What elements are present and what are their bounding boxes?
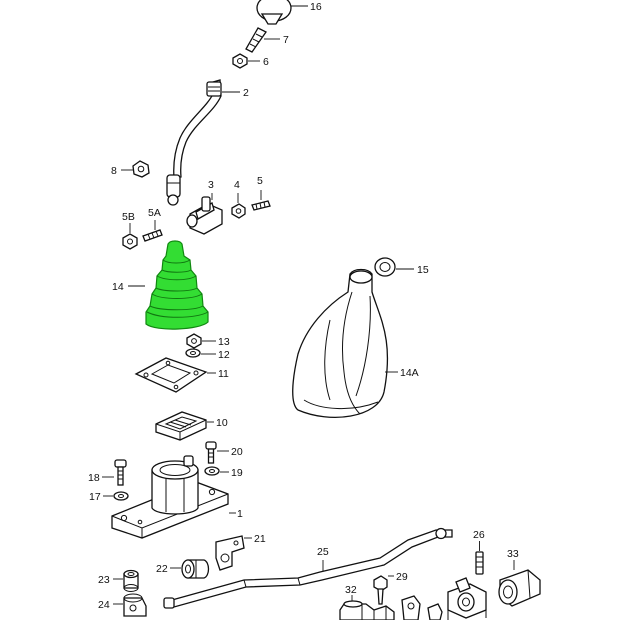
label-12: 12 (218, 349, 230, 361)
part-22-bushing[interactable] (170, 559, 210, 579)
part-33-bushing[interactable] (498, 560, 541, 607)
part-13-nut[interactable] (186, 333, 216, 349)
label-19: 19 (231, 467, 243, 479)
label-15: 15 (417, 264, 429, 276)
label-14: 14 (112, 281, 124, 293)
label-33: 33 (507, 548, 519, 560)
part-29-screw[interactable] (373, 575, 394, 605)
part-17-washer[interactable] (103, 491, 129, 501)
part-23-bushing[interactable] (113, 569, 139, 592)
part-32-bellows[interactable] (339, 595, 395, 620)
part-4-nut[interactable] (231, 193, 246, 219)
label-13: 13 (218, 336, 230, 348)
label-17: 17 (89, 491, 101, 503)
label-7: 7 (283, 34, 289, 46)
label-29: 29 (396, 571, 408, 583)
part-2-shift-lever[interactable] (166, 79, 240, 206)
part-26-screw[interactable] (475, 541, 484, 575)
label-2: 2 (243, 87, 249, 99)
label-24: 24 (98, 599, 110, 611)
part-16-shift-knob[interactable] (256, 0, 308, 25)
part-6-nut[interactable] (232, 53, 260, 69)
linkage-joint[interactable] (447, 577, 487, 620)
label-8: 8 (111, 165, 117, 177)
label-5a: 5A (148, 207, 161, 219)
part-5b-nut[interactable] (122, 223, 138, 250)
label-22: 22 (156, 563, 168, 575)
part-12-washer[interactable] (185, 348, 216, 358)
label-1: 1 (237, 508, 243, 520)
part-5a-screw[interactable] (142, 220, 163, 242)
label-3: 3 (208, 179, 214, 191)
part-25-shift-rod[interactable] (163, 527, 453, 609)
part-8-nut[interactable] (121, 160, 150, 178)
part-21-bracket[interactable] (215, 535, 252, 571)
label-26: 26 (473, 529, 485, 541)
label-4: 4 (234, 179, 240, 191)
label-23: 23 (98, 574, 110, 586)
part-11-gasket-plate[interactable] (134, 357, 216, 393)
label-11: 11 (218, 368, 229, 380)
label-32: 32 (345, 584, 357, 596)
part-15-ring[interactable] (374, 257, 414, 277)
linkage-clamp[interactable] (401, 595, 443, 620)
label-5: 5 (257, 175, 263, 187)
label-10: 10 (216, 417, 228, 429)
part-1-shift-housing[interactable] (111, 455, 236, 539)
part-5-bolt[interactable] (251, 190, 271, 211)
part-14-rubber-boot-highlighted[interactable] (128, 240, 209, 330)
label-18: 18 (88, 472, 100, 484)
label-25: 25 (317, 546, 329, 558)
part-24-coupling[interactable] (113, 593, 147, 617)
label-16: 16 (310, 1, 322, 13)
part-18-bolt[interactable] (102, 459, 127, 486)
label-20: 20 (231, 446, 243, 458)
label-14a: 14A (400, 367, 419, 379)
part-14a-leather-boot[interactable] (292, 268, 398, 418)
label-6: 6 (263, 56, 269, 68)
part-19-washer[interactable] (204, 466, 229, 476)
part-20-bolt[interactable] (205, 441, 229, 464)
part-10-guide-plate[interactable] (155, 411, 214, 441)
part-7-screw[interactable] (245, 27, 280, 53)
label-21: 21 (254, 533, 266, 545)
part-3-lever-bracket[interactable] (186, 193, 223, 235)
label-5b: 5B (122, 211, 135, 223)
